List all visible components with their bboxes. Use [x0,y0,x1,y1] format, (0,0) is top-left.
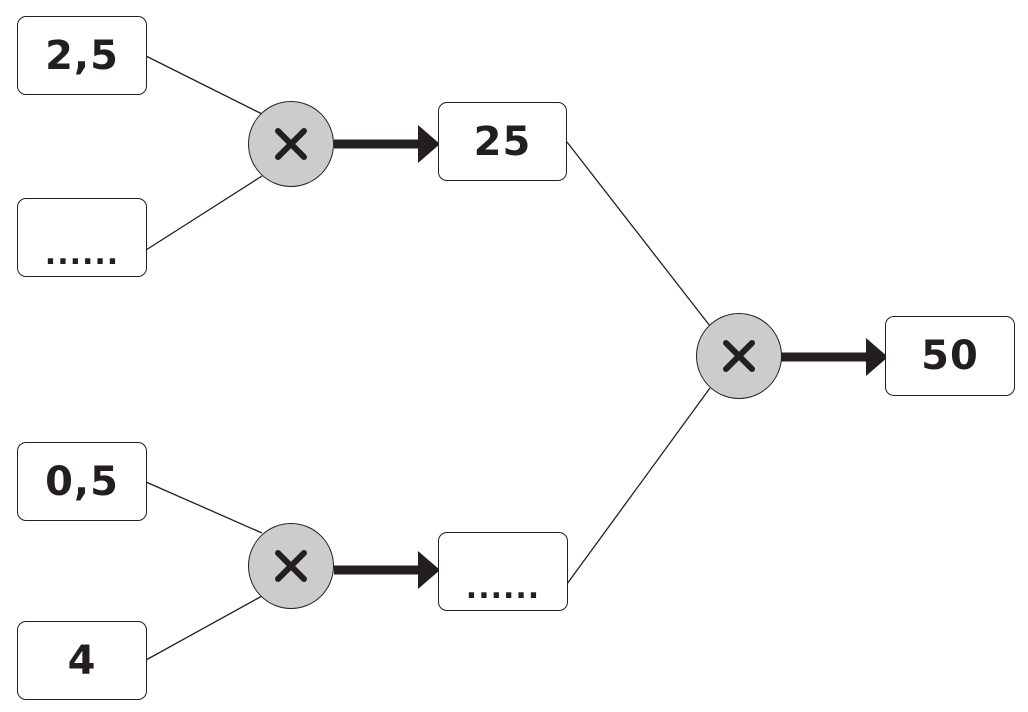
blank-placeholder-bottom-result: ...... [465,571,541,606]
input-box-bottom-a: 0,5 [17,442,147,521]
line-top-b [145,175,263,251]
multiply-operator-top [248,101,334,187]
result-value-top: 25 [473,118,532,165]
line-bottom-b [145,595,263,661]
input-value-bottom-a: 0,5 [45,458,119,505]
input-value-bottom-b: 4 [67,637,97,684]
arrow-bottom [334,551,440,589]
multiply-icon [723,340,755,372]
result-box-top: 25 [438,102,567,181]
final-result-value: 50 [921,333,979,379]
arrow-top [334,125,440,163]
final-result-box: 50 [885,316,1015,396]
input-box-top-b[interactable]: ...... [17,198,147,277]
line-bottom-a [145,481,263,534]
result-box-bottom[interactable]: ...... [438,532,568,611]
blank-placeholder-top-b: ...... [44,237,120,272]
input-value-top-a: 2,5 [45,32,119,79]
input-box-top-a: 2,5 [17,16,147,95]
multiply-icon [275,128,307,160]
input-box-bottom-b: 4 [17,621,147,700]
line-top-result [566,141,711,327]
multiply-icon [275,550,307,582]
line-bottom-result [566,387,711,585]
multiply-operator-bottom [248,523,334,609]
line-top-a [145,55,263,115]
arrow-final [781,338,888,376]
multiply-operator-final [696,313,782,399]
